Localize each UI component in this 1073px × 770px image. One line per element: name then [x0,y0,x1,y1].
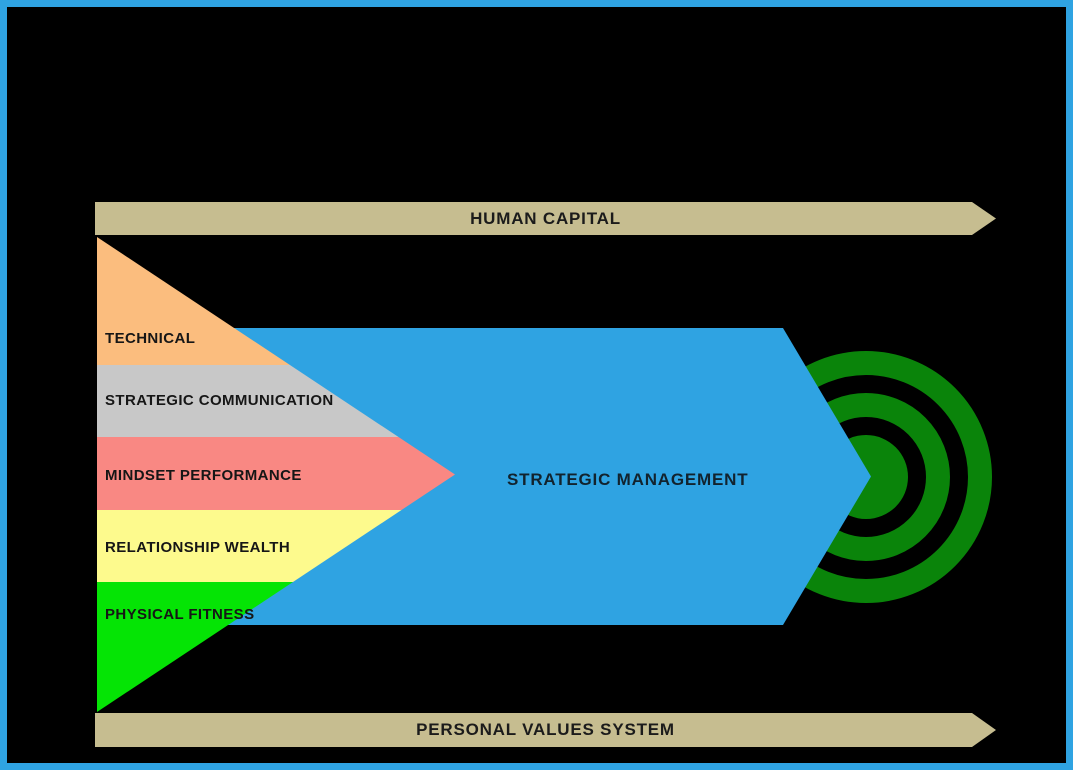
mindset-performance-label: MINDSET PERFORMANCE [105,467,302,484]
human-capital-label: HUMAN CAPITAL [470,208,621,228]
physical-fitness-label: PHYSICAL FITNESS [105,606,255,623]
technical-label: TECHNICAL [105,330,196,347]
strategic-management-label: STRATEGIC MANAGEMENT [507,470,749,489]
human-capital-banner: HUMAN CAPITAL [95,202,996,235]
relationship-wealth-label: RELATIONSHIP WEALTH [105,539,291,556]
layer-mindset-performance [97,437,455,510]
personal-values-banner: PERSONAL VALUES SYSTEM [95,713,996,747]
personal-values-label: PERSONAL VALUES SYSTEM [416,720,675,739]
strategic-communication-label: STRATEGIC COMMUNICATION [105,392,334,409]
